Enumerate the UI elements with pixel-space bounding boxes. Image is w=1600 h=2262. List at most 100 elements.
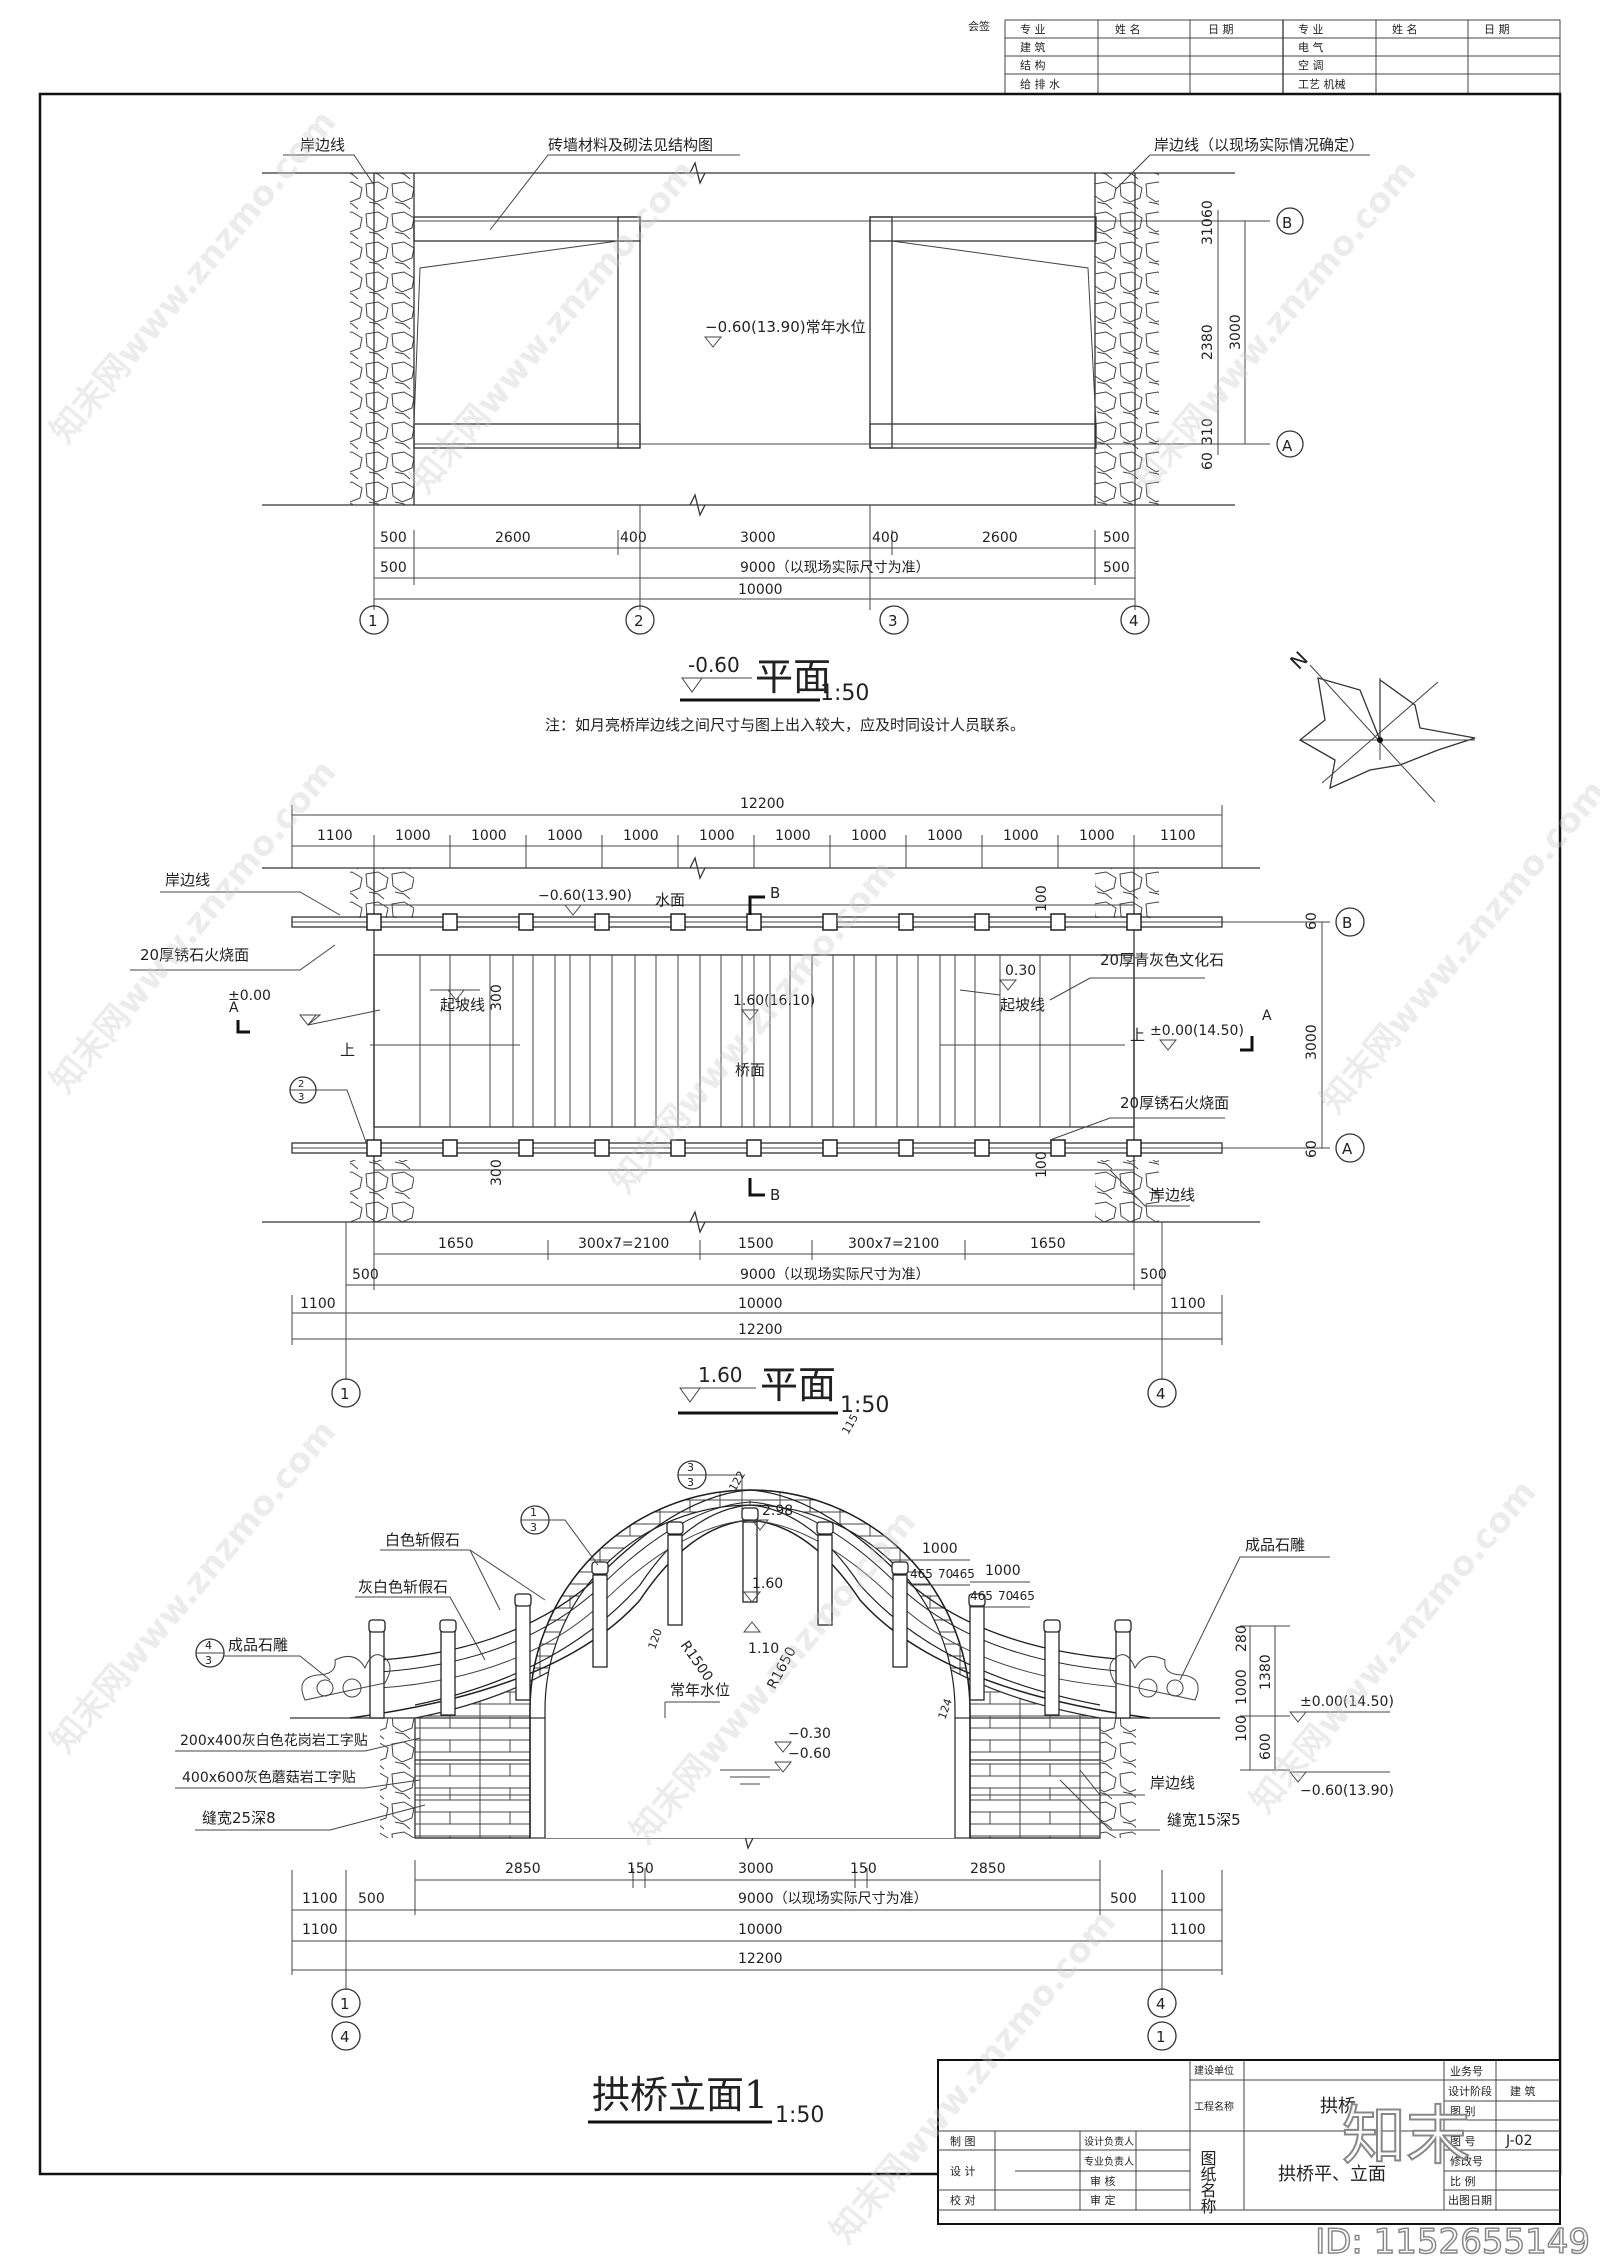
project-name: 拱桥 (1320, 2096, 1356, 2117)
dim: 500 (380, 560, 407, 576)
mushroom-stone-label: 400x600灰色蘑菇岩工字贴 (182, 1769, 356, 1786)
design-stage: 建 筑 (1510, 2084, 1536, 2098)
role-label: 设 计 (950, 2165, 976, 2178)
dim: 2600 (982, 530, 1018, 546)
culture-stone-label: 20厚青灰色文化石 (1100, 951, 1224, 969)
stone-carving-icon (301, 1654, 1199, 1701)
vdim: 3000 (1304, 1024, 1320, 1060)
dim: 12200 (738, 1322, 783, 1338)
responsible-label: 审 定 (1090, 2193, 1116, 2207)
dim: 465 (952, 1567, 975, 1581)
cs-cell: 建 筑 (1020, 40, 1046, 54)
vdim: 60 (1200, 452, 1216, 470)
dim: 400 (872, 530, 899, 546)
vdim: 100 (1034, 1151, 1050, 1178)
dim: 9000（以现场实际尺寸为准） (740, 1267, 930, 1283)
axis-b: B (1282, 214, 1292, 232)
role-label: 制 图 (950, 2135, 976, 2148)
dim: 1000 (775, 828, 811, 844)
drawing-name-label: 图纸名称 (1198, 2150, 1217, 2215)
joint-left-label: 缝宽25深8 (202, 1809, 276, 1827)
axis-1: 1 (1156, 2028, 1166, 2046)
title-level: -0.60 (688, 653, 740, 677)
axis-1: 1 (340, 1995, 350, 2013)
dim: 1000 (1079, 828, 1115, 844)
dim: 1100 (1170, 1922, 1206, 1938)
dim: 500 (358, 1891, 385, 1907)
dim: 2850 (505, 1861, 541, 1877)
white-stone-label: 白色斩假石 (385, 1531, 460, 1549)
shore-line-site-label: 岸边线（以现场实际情况确定） (1154, 136, 1364, 154)
brick-wall-label: 砖墙材料及砌法见结构图 (548, 136, 713, 154)
vdim: 100 (1234, 1715, 1250, 1742)
vdim: 1000 (1234, 1669, 1250, 1705)
dim: 3000 (738, 1861, 774, 1877)
dim: 150 (850, 1861, 877, 1877)
detail-ref: 3 (530, 1521, 537, 1534)
countersign-label: 会签 (968, 19, 990, 33)
axis-4: 4 (1156, 1385, 1166, 1403)
axis-4: 4 (340, 2028, 350, 2046)
plan-title: 平面 (755, 655, 831, 699)
axis-2: 2 (634, 612, 644, 630)
shore-line-label: 岸边线 (300, 136, 345, 154)
dim: 12200 (738, 1951, 783, 1967)
vdim: 310 (1200, 418, 1216, 445)
dim: 1000 (623, 828, 659, 844)
dim: 1000 (1003, 828, 1039, 844)
dim: 1100 (300, 1296, 336, 1312)
responsible-label: 审 核 (1090, 2174, 1116, 2188)
detail-ref: 1 (530, 1506, 537, 1519)
detail-ref: 4 (205, 1639, 212, 1652)
detail-ref: 3 (687, 1476, 694, 1489)
title-block: 建设单位 工程名称 拱桥 业务号 设计阶段 建 筑 图 别 图 号 J-02 修… (937, 2059, 1561, 2225)
arch-bridge-elevation: 1 3 3 3 4 3 成品石雕 白色斩假石 灰白色斩假石 200x400灰白色… (175, 1460, 1394, 2128)
dim: 10000 (738, 1296, 783, 1312)
dim: 1100 (1160, 828, 1196, 844)
project-label: 工程名称 (1194, 2100, 1234, 2113)
level-000: ±0.00(14.50) (1300, 1694, 1394, 1710)
joint-right-label: 缝宽15深5 (1167, 1811, 1241, 1829)
dim: 1000 (922, 1541, 958, 1557)
level-m030: −0.30 (788, 1726, 831, 1742)
cs-cell: 空 调 (1298, 58, 1324, 72)
rust-stone-label: 20厚锈石火烧面 (140, 946, 249, 964)
slope-level-right: 0.30 (1005, 963, 1036, 979)
plan-scale: 1:50 (820, 681, 869, 706)
dim: 9000（以现场实际尺寸为准） (740, 560, 930, 576)
drawing-name: 拱桥平、立面 (1278, 2164, 1386, 2185)
dim: 1000 (851, 828, 887, 844)
vdim: 2380 (1200, 324, 1216, 360)
dim: 400 (620, 530, 647, 546)
slope-start-label: 起坡线 (1000, 996, 1045, 1014)
dim: 3000 (740, 530, 776, 546)
detail-ref: 3 (687, 1461, 694, 1474)
dim: 1000 (471, 828, 507, 844)
dim: 10000 (738, 582, 783, 598)
water-surface-label: 水面 (655, 891, 685, 909)
water-level-label: −0.60(13.90)常年水位 (705, 318, 866, 336)
watermark-id: ID: 1152655149 (1314, 2221, 1590, 2262)
detail-ref: 3 (298, 1092, 304, 1103)
deck-level: 1.60(16.10) (733, 993, 815, 1009)
axis-4: 4 (1129, 612, 1139, 630)
vdim: 60 (1200, 200, 1216, 218)
dim: 70 (998, 1589, 1013, 1603)
dim: 70 (938, 1567, 953, 1581)
date-label: 出图日期 (1448, 2193, 1492, 2207)
category-label: 图 别 (1450, 2105, 1476, 2118)
plan-minus060: B A 60 310 2380 310 60 3000 岸边线 砖墙材料及砌法见… (262, 136, 1370, 734)
level-160: 1.60 (752, 1576, 783, 1592)
dim: 1000 (927, 828, 963, 844)
vdim: 100 (1034, 885, 1050, 912)
cs-header: 专 业 (1020, 22, 1046, 36)
plan-scale: 1:50 (840, 1393, 889, 1418)
dim: 1650 (1030, 1236, 1066, 1252)
sheet-border (38, 92, 1562, 2176)
plan-160: 12200 1100 1000 1000 1000 1000 1000 1000… (130, 796, 1365, 1437)
vdim: 280 (1234, 1625, 1250, 1652)
dim: 1100 (317, 828, 353, 844)
vdim: 1380 (1258, 1654, 1274, 1690)
dim: 2600 (495, 530, 531, 546)
dim: 1100 (302, 1922, 338, 1938)
